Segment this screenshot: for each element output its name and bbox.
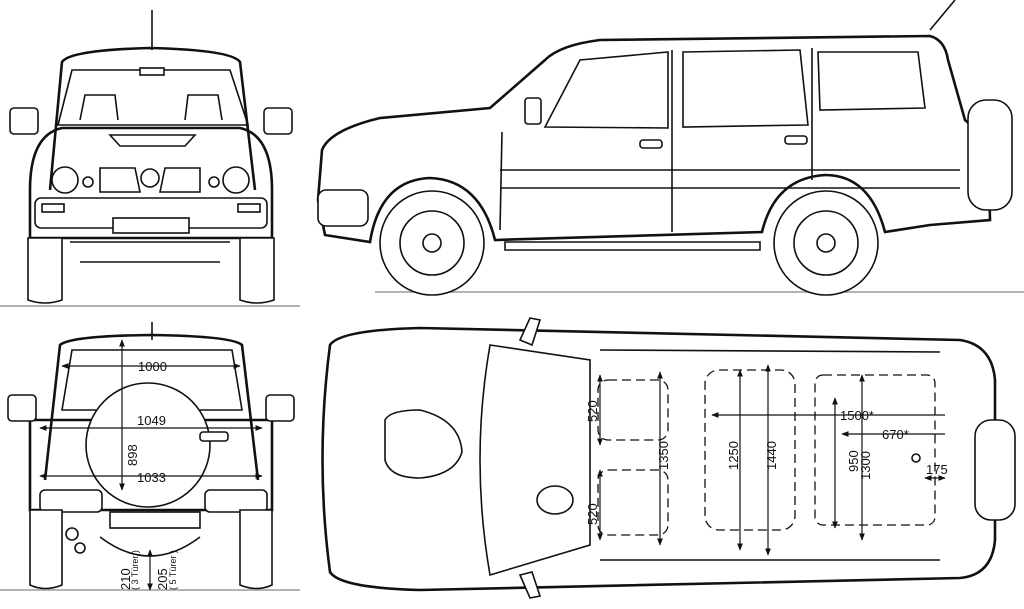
- dim-210-note: ( 3 Türer ): [130, 550, 140, 590]
- dim-1350: 1350: [656, 441, 671, 470]
- front-left-tire: [27, 237, 63, 304]
- rear-right-mirror: [265, 394, 295, 422]
- air-intake: [384, 409, 463, 479]
- side-mirror: [524, 97, 542, 125]
- rear-door-handle: [784, 135, 808, 145]
- rear-left-mirror: [7, 394, 37, 422]
- grille-badge: [140, 168, 160, 188]
- dim-1440: 1440: [764, 441, 779, 470]
- dim-205: 205: [155, 568, 170, 590]
- right-mirror: [263, 107, 293, 135]
- front-door-window: [543, 51, 669, 129]
- spare-wheel-top: [974, 419, 1016, 521]
- front-bumper-side: [317, 189, 369, 227]
- rear-spare-wheel: [85, 382, 211, 508]
- side-step: [504, 241, 761, 251]
- dim-1500: 1500*: [840, 408, 874, 423]
- dim-175: 175: [926, 462, 948, 477]
- dim-670: 670*: [882, 427, 909, 442]
- top-view: 520 1350 520 1250 1440 950 1300 1500* 67…: [321, 317, 1016, 599]
- left-headlight: [51, 166, 79, 194]
- tailgate-handle: [199, 431, 229, 442]
- front-door-handle: [639, 139, 663, 149]
- dim-520-bottom: 520: [585, 503, 600, 525]
- dim-1033: 1033: [137, 470, 166, 485]
- mirrors-top: [518, 317, 542, 599]
- rear-wheel: [773, 190, 879, 296]
- quarter-window: [817, 51, 926, 111]
- rear-antenna: [929, 0, 956, 31]
- rear-door-window: [682, 49, 809, 128]
- dim-1300: 1300: [858, 451, 873, 480]
- license-plate: [112, 217, 190, 234]
- steering-wheel: [536, 485, 574, 515]
- front-view: [0, 10, 300, 307]
- front-right-tire: [239, 237, 275, 304]
- side-view: [316, 0, 1024, 296]
- dim-1000: 1000: [138, 359, 167, 374]
- dim-210: 210: [118, 568, 133, 590]
- rear-license-plate: [109, 511, 201, 529]
- front-wheel: [379, 190, 485, 296]
- dim-520-top: 520: [585, 400, 600, 422]
- spare-wheel: [967, 99, 1013, 211]
- right-headlight: [222, 166, 250, 194]
- windshield: [56, 69, 250, 126]
- dim-205-note: ( 5 Türer ): [168, 550, 178, 590]
- left-mirror: [9, 107, 39, 135]
- windshield-top: [479, 344, 591, 577]
- dim-1049: 1049: [137, 413, 166, 428]
- dim-898: 898: [125, 444, 140, 466]
- dim-950: 950: [846, 450, 861, 472]
- rear-view: 1000 1049 1033 898 210 ( 3 Türer ) 205 (…: [0, 322, 300, 591]
- dim-1250: 1250: [726, 441, 741, 470]
